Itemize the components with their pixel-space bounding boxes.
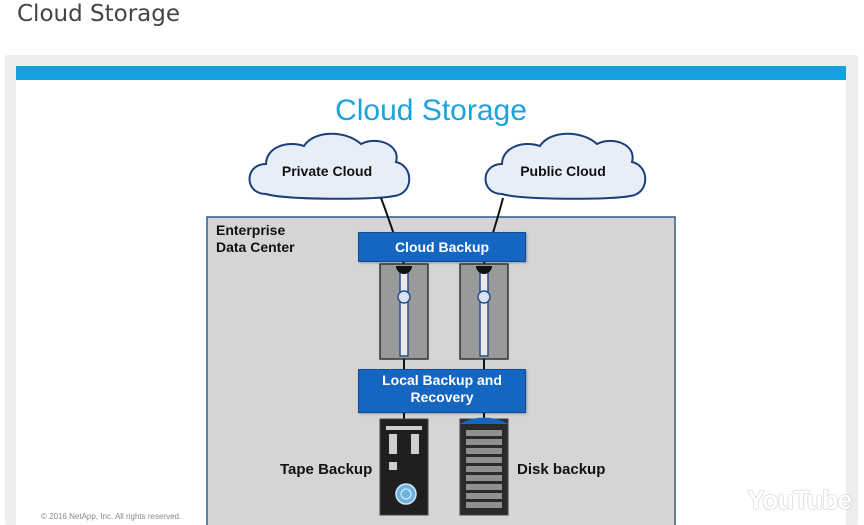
slide: Cloud Storage (16, 66, 846, 525)
page-title: Cloud Storage (17, 1, 180, 27)
youtube-logo-icon[interactable]: YouTube (747, 485, 852, 515)
datacenter-label: Enterprise Data Center (216, 222, 326, 256)
slide-top-bar (16, 66, 846, 80)
slide-title: Cloud Storage (335, 94, 527, 127)
storage-diagram (206, 132, 676, 525)
tape-backup-label: Tape Backup (280, 461, 373, 478)
private-cloud-label: Private Cloud (281, 163, 373, 179)
server-left (379, 263, 429, 360)
disk-array-icon (459, 417, 509, 516)
public-cloud-shape (484, 132, 647, 200)
video-player[interactable]: Cloud Storage (5, 55, 858, 525)
public-cloud-label: Public Cloud (520, 163, 606, 179)
cloud-backup-box: Cloud Backup (358, 232, 526, 262)
local-backup-line1: Local Backup and (382, 372, 502, 388)
disk-backup-label: Disk backup (517, 461, 606, 478)
datacenter-label-line2: Data Center (216, 239, 295, 255)
local-backup-line2: Recovery (410, 389, 474, 405)
tape-library-icon (379, 418, 429, 516)
local-backup-box: Local Backup and Recovery (358, 369, 526, 413)
copyright-notice: © 2016 NetApp, Inc. All rights reserved. (41, 512, 182, 521)
server-right (459, 263, 509, 360)
datacenter-label-line1: Enterprise (216, 222, 286, 238)
private-cloud-shape (248, 132, 411, 200)
